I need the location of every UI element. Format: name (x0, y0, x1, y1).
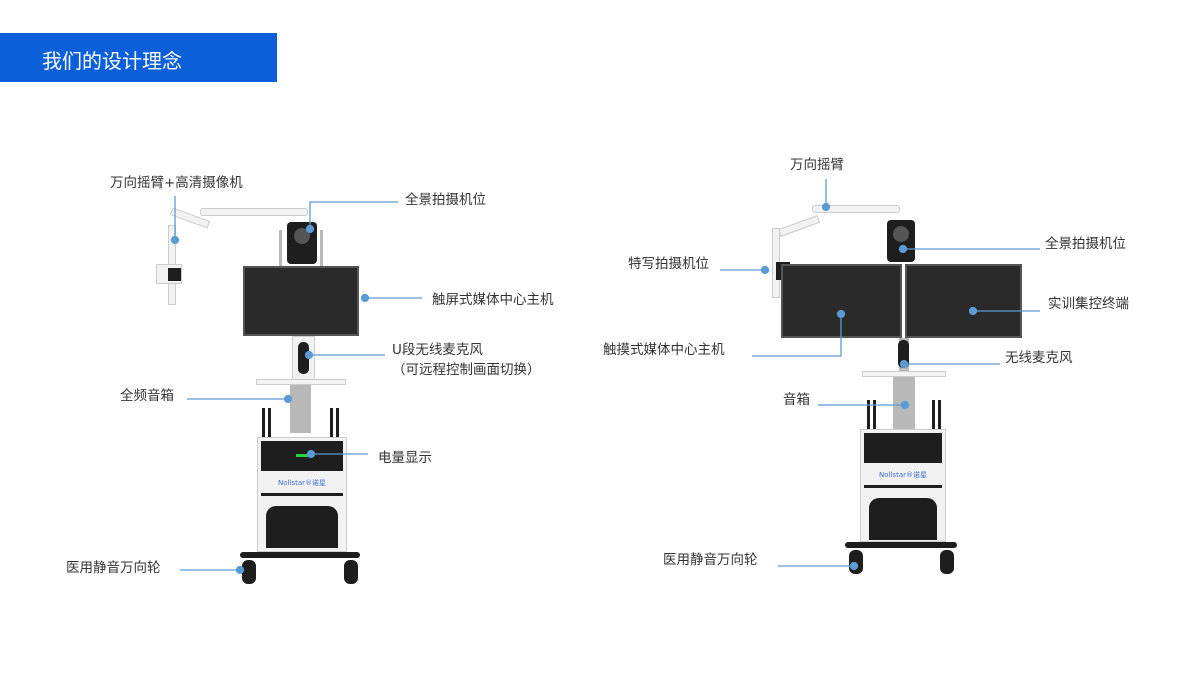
label-touch-host: 触摸式媒体中心主机 (603, 342, 725, 358)
label-panorama-camera: 全景拍摄机位 (1045, 236, 1126, 252)
training-terminal-screen (905, 264, 1022, 338)
tray (862, 371, 946, 377)
swing-arm (812, 205, 900, 213)
label-touch-host: 触屏式媒体中心主机 (432, 292, 554, 308)
wireless-mic (898, 340, 909, 368)
title-banner: 我们的设计理念 (0, 33, 277, 82)
swing-arm (200, 208, 308, 216)
label-speaker: 全频音箱 (120, 388, 174, 404)
wheel (242, 560, 256, 584)
battery-indicator (296, 454, 310, 457)
label-mic: U段无线麦克风 (392, 342, 483, 358)
label-closeup-camera: 特写拍摄机位 (628, 256, 709, 272)
label-wheels: 医用静音万向轮 (663, 552, 758, 568)
label-battery: 电量显示 (378, 450, 432, 466)
brand-logo: Nollstar®诺星 (879, 471, 927, 479)
label-arm-camera: 万向摇臂+高清摄像机 (110, 175, 243, 191)
page-title: 我们的设计理念 (42, 49, 182, 73)
label-mic-note: （可远程控制画面切换） (392, 362, 541, 378)
label-arm: 万向摇臂 (790, 157, 844, 173)
label-mic: 无线麦克风 (1005, 350, 1073, 366)
brand-logo: Nollstar®诺星 (278, 479, 326, 487)
label-wheels: 医用静音万向轮 (66, 560, 161, 576)
base-cabinet: Nollstar®诺星 (257, 437, 347, 552)
wheel (344, 560, 358, 584)
wheel (940, 550, 954, 574)
touch-screen-host (243, 266, 359, 336)
tray (256, 379, 346, 385)
label-speaker: 音箱 (783, 392, 810, 408)
label-training-terminal: 实训集控终端 (1048, 296, 1129, 312)
base-cabinet: Nollstar®诺星 (860, 429, 946, 542)
label-panorama-camera: 全景拍摄机位 (405, 192, 486, 208)
hd-camera (156, 264, 182, 284)
wireless-mic (298, 342, 309, 374)
panorama-camera (887, 220, 915, 262)
speaker-column (290, 385, 311, 433)
